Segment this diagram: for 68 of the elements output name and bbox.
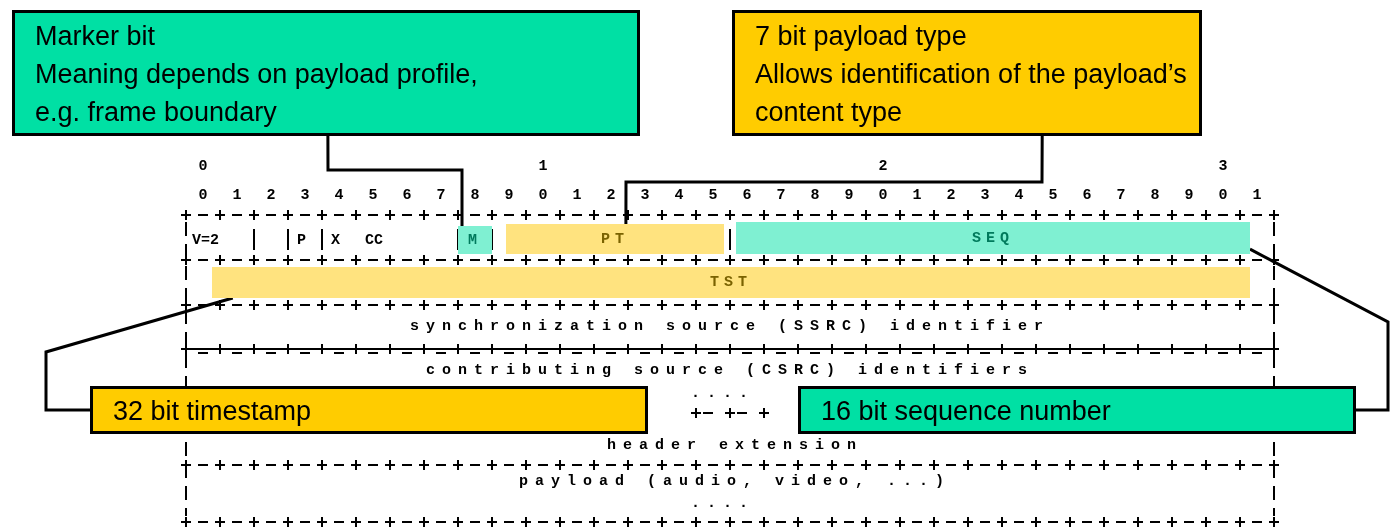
bit-number: 8 <box>810 187 820 205</box>
callout-text: Allows identification of the payload’s content type <box>755 58 1188 129</box>
callout-box <box>732 10 1202 136</box>
bit-number: 6 <box>742 187 752 205</box>
callout-box <box>798 386 1356 434</box>
leader-line <box>624 136 1044 224</box>
row-text: payload (audio, video, ...) <box>519 473 951 491</box>
header-field <box>506 224 724 254</box>
bit-number: 5 <box>368 187 378 205</box>
field-name: SEQ <box>972 229 1014 247</box>
callout-text: Meaning depends on payload profile, e.g. frame boundary <box>35 58 479 129</box>
bit-number: 0 <box>538 187 548 205</box>
bit-number: 1 <box>912 187 922 205</box>
leader-line <box>1249 247 1390 412</box>
bit-number: 3 <box>300 187 310 205</box>
bit-number: 9 <box>1184 187 1194 205</box>
bit-number: 1 <box>232 187 242 205</box>
bit-number: 2 <box>606 187 616 205</box>
row-text: synchronization source (SSRC) identifier <box>409 318 1051 336</box>
callout-heading: Marker bit <box>35 20 157 53</box>
callout-heading: 16 bit sequence number <box>821 395 1112 428</box>
row-text: contributing source (CSRC) identifiers <box>425 362 1035 380</box>
bit-number: 0 <box>878 187 888 205</box>
field-name: M <box>468 231 482 249</box>
leader-line <box>326 136 464 226</box>
leader-line <box>44 296 234 412</box>
bit-number: 7 <box>436 187 446 205</box>
bit-number: 7 <box>776 187 786 205</box>
bit-number: 6 <box>402 187 412 205</box>
bit-number: 5 <box>708 187 718 205</box>
bit-number: 1 <box>1252 187 1262 205</box>
bit-number: 5 <box>1048 187 1058 205</box>
row-text: .... <box>691 495 755 513</box>
header-field <box>458 226 492 254</box>
field-name: PT <box>601 230 629 248</box>
bit-number: 0 <box>1218 187 1228 205</box>
bit-number: 1 <box>572 187 582 205</box>
field-name: TST <box>710 274 752 291</box>
bit-number: 1 <box>538 158 548 176</box>
bit-number: 9 <box>844 187 854 205</box>
bit-number: 3 <box>640 187 650 205</box>
callout-box <box>12 10 640 136</box>
bit-number: 4 <box>334 187 344 205</box>
callout-heading: 7 bit payload type <box>755 20 968 53</box>
bit-number: 7 <box>1116 187 1126 205</box>
header-field <box>736 222 1250 254</box>
header-field <box>212 267 1250 298</box>
field-name: V=2 <box>192 232 219 250</box>
bit-number: 2 <box>878 158 888 176</box>
field-name: X <box>331 232 340 250</box>
bit-number: 3 <box>980 187 990 205</box>
bit-number: 6 <box>1082 187 1092 205</box>
field-name: CC <box>365 232 383 250</box>
field-name: P <box>297 232 306 250</box>
row-text: .... <box>691 385 755 403</box>
callout-heading: 32 bit timestamp <box>113 395 313 428</box>
bit-number: 0 <box>198 158 208 176</box>
bit-number: 3 <box>1218 158 1228 176</box>
callout-box <box>90 386 648 434</box>
bit-number: 9 <box>504 187 514 205</box>
bit-number: 4 <box>1014 187 1024 205</box>
bit-number: 2 <box>946 187 956 205</box>
bit-number: 8 <box>470 187 480 205</box>
bit-number: 4 <box>674 187 684 205</box>
bit-number: 8 <box>1150 187 1160 205</box>
row-text: header extension <box>607 437 863 455</box>
bit-number: 2 <box>266 187 276 205</box>
bit-number: 0 <box>198 187 208 205</box>
